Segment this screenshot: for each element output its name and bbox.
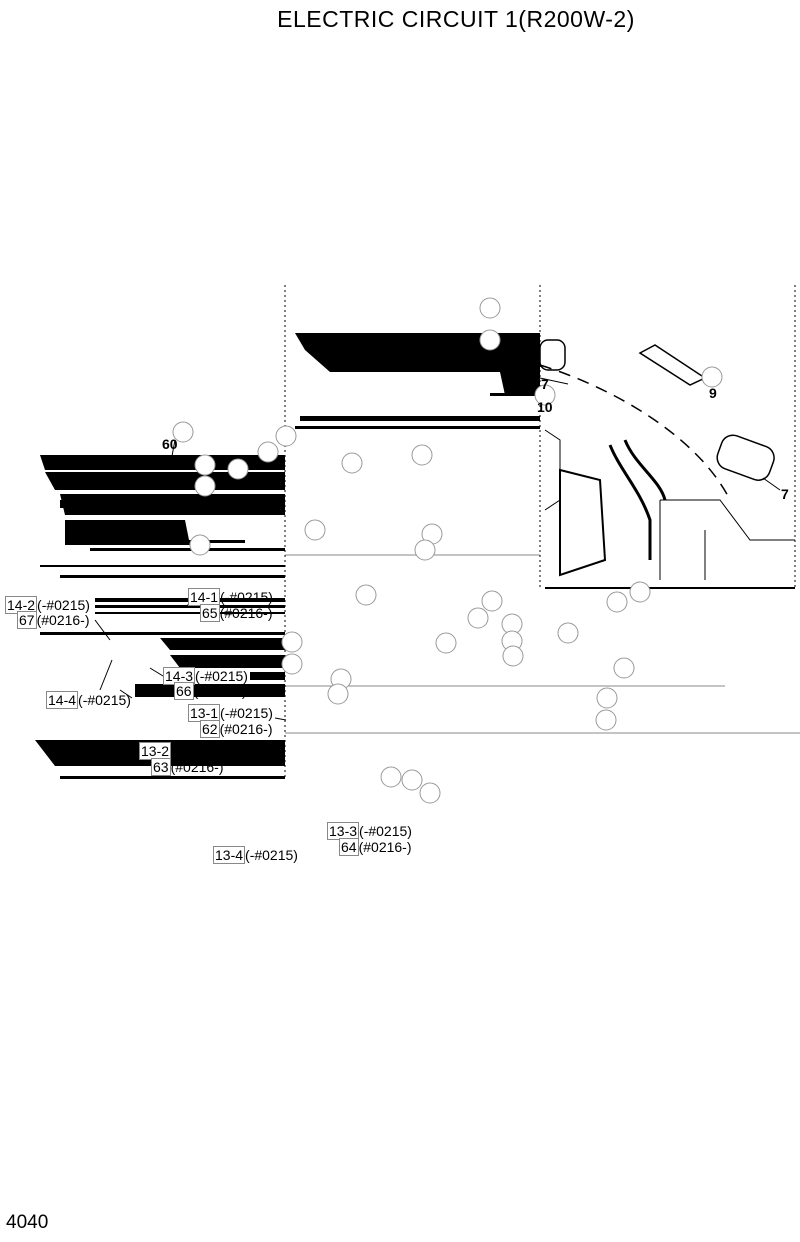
callout-text: (-#0215) [220, 705, 273, 721]
callout-text: (#0216-) [193, 683, 247, 699]
callout-13-4: 13-4(-#0215) [213, 846, 298, 864]
callout-13-2: 13-2(-#0215) [139, 742, 224, 760]
callout-13-3: 13-3(-#0215) [327, 822, 412, 840]
callout-number: 66 [174, 682, 194, 700]
callout-14-1: 14-1(-#0215) [188, 588, 273, 606]
callout-number: 65 [200, 604, 220, 622]
callout-65: 65(#0216-) [200, 604, 273, 622]
callout-62: 62(#0216-) [200, 720, 273, 738]
callout-text: (-#0215) [220, 589, 273, 605]
ref-mark-7-right: 7 [781, 486, 789, 502]
callout-text: (-#0215) [195, 668, 248, 684]
callout-text: (-#0215) [37, 597, 90, 613]
callout-text: (#0216-) [170, 759, 224, 775]
ref-mark-7-upper: 7 [541, 376, 549, 392]
ref-mark-10: 10 [537, 399, 553, 415]
page-title: ELECTRIC CIRCUIT 1(R200W-2) [277, 6, 635, 32]
callout-13-1: 13-1(-#0215) [188, 704, 273, 722]
callout-text: (-#0215) [359, 823, 412, 839]
callout-text: (#0216-) [36, 612, 90, 628]
page-number: 4040 [6, 1212, 49, 1233]
callout-number: 63 [151, 758, 171, 776]
callout-63: 63(#0216-) [151, 758, 224, 776]
callout-text: (#0216-) [358, 839, 412, 855]
callout-number: 13-1 [188, 704, 221, 722]
leader-lines [94, 377, 781, 721]
callout-number: 67 [17, 611, 37, 629]
callout-text: (#0216-) [219, 605, 273, 621]
callout-number: 13-4 [213, 846, 246, 864]
callout-text: (-#0215) [78, 692, 131, 708]
balloon-circles [172, 297, 723, 804]
upper-harness [295, 333, 540, 429]
callout-67: 67(#0216-) [17, 611, 90, 629]
ref-mark-60: 60 [162, 436, 178, 452]
callout-14-3: 14-3(-#0215) [163, 667, 248, 685]
callout-number: 64 [339, 838, 359, 856]
guide-lines [285, 554, 800, 734]
callout-number: 62 [200, 720, 220, 738]
callout-66: 66(#0216-) [174, 682, 247, 700]
callout-number: 13-3 [327, 822, 360, 840]
callout-text: (-#0215) [245, 847, 298, 863]
callout-number: 14-4 [46, 691, 79, 709]
callout-number: 14-2 [5, 596, 38, 614]
right-components [539, 339, 795, 589]
callout-14-2: 14-2(-#0215) [5, 596, 90, 614]
callout-text: (-#0215) [171, 743, 224, 759]
ref-mark-9: 9 [709, 385, 717, 401]
callout-text: (#0216-) [219, 721, 273, 737]
callout-number: 14-1 [188, 588, 221, 606]
callout-number: 13-2 [139, 742, 172, 760]
callout-64: 64(#0216-) [339, 838, 412, 856]
callout-14-4: 14-4(-#0215) [46, 691, 131, 709]
callout-number: 14-3 [163, 667, 196, 685]
